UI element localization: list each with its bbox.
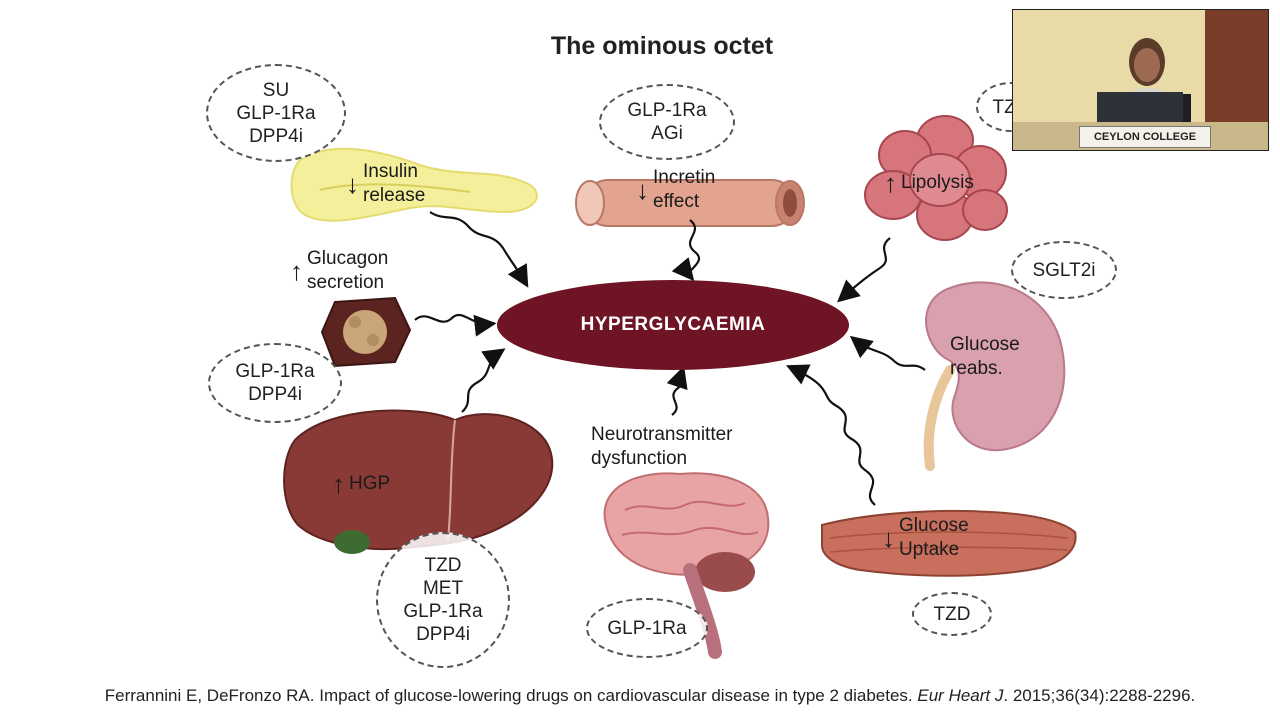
drug-item: GLP-1Ra [235, 361, 315, 382]
drug-list: GLP-1Ra [607, 617, 686, 640]
citation-text: Ferrannini E, DeFronzo RA. Impact of glu… [104, 686, 918, 705]
drug-item: SU [262, 79, 290, 101]
arrow-muscle [786, 364, 876, 506]
drug-item: DPP4i [249, 125, 303, 147]
presenter-video [1013, 10, 1268, 150]
down-arrow-icon: ↓ [882, 523, 895, 553]
hgp-label: ↑ HGP [332, 469, 391, 499]
down-arrow-icon: ↓ [636, 175, 649, 205]
arrow-incretin [671, 219, 701, 282]
drug-item: AGi [651, 123, 683, 144]
drug-item: GLP-1Ra [236, 102, 316, 124]
drug-item: SGLT2i [1032, 259, 1096, 281]
pancreas-illustration [290, 147, 538, 222]
citation-details: . 2015;36(34):2288-2296. [1003, 686, 1196, 705]
webcam-feed: CEYLON COLLEGE [1012, 9, 1269, 151]
liver-illustration [283, 409, 554, 554]
up-arrow-icon: ↑ [884, 168, 897, 198]
drug-item: DPP4i [416, 624, 470, 645]
lipolysis-label: ↑ Lipolysis [884, 168, 974, 198]
college-sign: CEYLON COLLEGE [1079, 126, 1211, 148]
intestine-illustration [575, 179, 805, 227]
drug-item: GLP-1Ra [627, 100, 707, 121]
drug-item: GLP-1Ra [607, 617, 687, 639]
drug-item: DPP4i [248, 384, 302, 405]
drug-oval-kidney: SGLT2i [1011, 241, 1117, 299]
arrow-glucagon [414, 313, 497, 337]
brain-illustration [603, 472, 770, 659]
adipose-illustration [864, 115, 1008, 241]
drug-list: SGLT2i [1032, 259, 1095, 282]
up-arrow-icon: ↑ [290, 256, 303, 286]
arrow-kidney [849, 335, 926, 371]
drug-item: MET [422, 578, 464, 599]
citation-journal: Eur Heart J [917, 686, 1004, 705]
arrow-lipolysis [837, 237, 891, 303]
kidney-illustration [923, 281, 1066, 471]
slide-title: The ominous octet [550, 32, 774, 60]
drug-oval-muscle: TZD [912, 592, 992, 636]
arrow-brain [666, 365, 688, 416]
drug-list: TZD [934, 603, 971, 626]
hyperglycaemia-node: HYPERGLYCAEMIA [497, 280, 849, 370]
hgp-text: HGP [349, 473, 391, 494]
hyperglycaemia-label: HYPERGLYCAEMIA [580, 314, 766, 335]
drug-oval-brain: GLP-1Ra [586, 598, 708, 658]
muscle-illustration [821, 509, 1077, 577]
pathway-arrows [414, 211, 926, 506]
down-arrow-icon: ↓ [346, 169, 359, 199]
up-arrow-icon: ↑ [332, 469, 345, 499]
drug-item: TZD [933, 603, 971, 625]
lipolysis-text: Lipolysis [901, 172, 974, 193]
drug-item: TZD [424, 555, 462, 576]
drug-item: GLP-1Ra [403, 601, 483, 622]
islet-illustration [320, 296, 412, 368]
arrow-insulin [429, 211, 529, 288]
citation: Ferrannini E, DeFronzo RA. Impact of glu… [0, 686, 1280, 706]
arrow-liver [461, 348, 506, 413]
